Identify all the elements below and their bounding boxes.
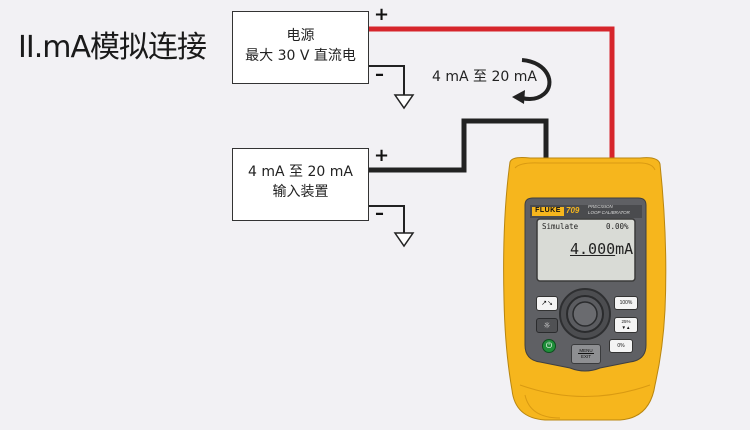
lcd-reading: 4.000mA [570,240,633,258]
ramp-icon: ↗↘ [541,299,553,307]
menu-exit-button[interactable]: MENU EXIT [571,344,601,364]
loop-arrow-head [512,90,525,104]
fluke-709-calibrator [503,157,667,421]
input-device-box: 4 mA 至 20 mA 输入装置 [232,148,369,221]
lcd-percent: 0.00% [606,222,629,231]
lcd-screen [536,218,636,282]
step-arrows-icon: ▼▲ [621,325,631,330]
model-subtitle-1: PRECISION [588,204,613,209]
backlight-icon: ☼ [543,321,551,330]
black-wire [369,118,549,173]
backlight-button[interactable]: ☼ [536,318,558,333]
power-icon: ⏻ [545,341,553,350]
model-subtitle-2: LOOP CALIBRATOR [588,210,630,215]
power-supply-label: 电源 [286,28,315,44]
input-device-label: 输入装置 [272,184,329,200]
lcd-value: 4.000 [570,240,616,258]
25-percent-step-button[interactable]: 25% ▼▲ [614,317,638,333]
input-device-minus: – [375,203,384,224]
fluke-brand: FLUKE [535,207,561,214]
power-supply-ground-wire [369,65,405,95]
power-supply-minus: – [375,64,384,85]
ground-symbol [393,94,415,110]
red-wire [369,26,615,160]
power-supply-box: 电源 最大 30 V 直流电 [232,11,369,84]
power-supply-spec: 最大 30 V 直流电 [245,48,356,64]
menu-label: MENU [578,348,594,354]
ramp-button[interactable]: ↗↘ [536,296,558,311]
loop-arrow-icon [521,58,552,101]
100-percent-button[interactable]: 100% [614,296,638,310]
input-device-ground-wire [369,205,405,233]
25-percent-label: 25% [621,319,631,324]
loop-current-label: 4 mA 至 20 mA [432,69,537,85]
page-title: II.mA模拟连接 [18,30,207,65]
lcd-mode: Simulate [542,222,579,231]
power-supply-plus: + [374,4,390,25]
input-device-range: 4 mA 至 20 mA [248,164,353,180]
power-button[interactable]: ⏻ [542,339,556,353]
100-percent-label: 100% [619,300,633,306]
0-percent-button[interactable]: 0% [609,339,633,353]
model-number: 709 [566,206,580,215]
0-percent-label: 0% [617,343,625,349]
ground-symbol [393,232,415,248]
lcd-unit: mA [615,240,634,258]
exit-label: EXIT [580,354,591,359]
input-device-plus: + [374,145,390,166]
